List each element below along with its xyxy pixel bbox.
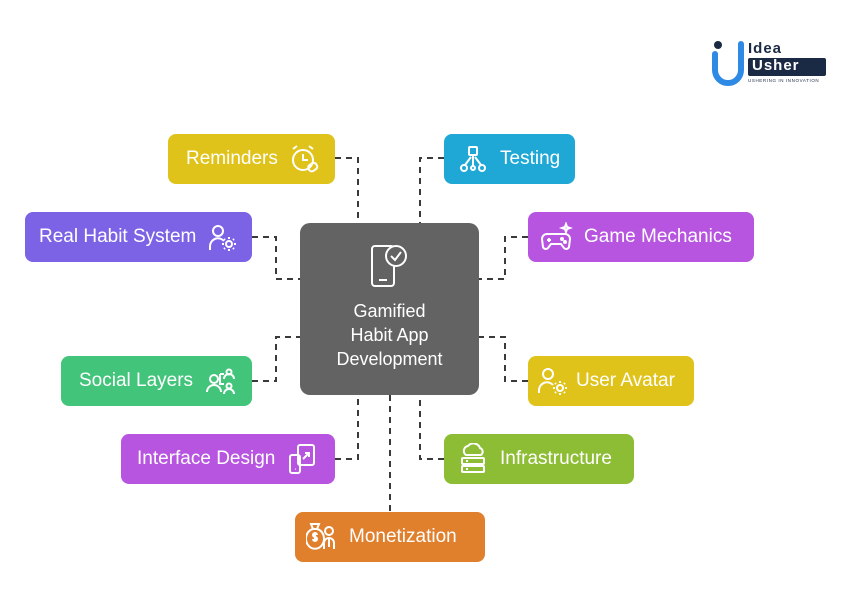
logo-word-idea: Idea <box>748 40 783 57</box>
center-title-line-1: Gamified <box>353 301 426 321</box>
money-bag-icon <box>305 520 339 554</box>
connector-interface-design <box>335 395 359 460</box>
node-label: Social Layers <box>79 370 194 391</box>
idea-usher-logo: Idea Usher USHERING IN INNOVATION <box>712 40 827 88</box>
connector-reminders <box>335 157 359 223</box>
node-label: User Avatar <box>576 370 675 391</box>
user-settings-icon <box>536 364 570 398</box>
node-label: Infrastructure <box>500 448 612 469</box>
node-label: Reminders <box>186 148 278 169</box>
node-label: Interface Design <box>137 448 276 469</box>
logo-u-mark-icon <box>712 41 744 86</box>
logo-usher-box <box>748 58 826 76</box>
node-interface-design: Interface Design <box>121 434 335 484</box>
gamepad-icon <box>540 220 574 254</box>
node-label: Monetization <box>349 526 457 547</box>
logo-tagline: USHERING IN INNOVATION <box>748 78 820 83</box>
node-testing: Testing <box>444 134 575 184</box>
node-reminders: Reminders <box>168 134 335 184</box>
node-game-mechanics: Game Mechanics <box>528 212 754 262</box>
node-label: Testing <box>500 148 561 169</box>
node-social-layers: Social Layers <box>61 356 252 406</box>
connector-infrastructure <box>419 395 444 460</box>
user-gear-icon <box>206 220 238 254</box>
center-node: Gamified Habit App Development <box>300 223 479 395</box>
connector-social-layers <box>252 336 300 382</box>
center-title-line-2: Habit App <box>350 325 429 345</box>
connector-real-habit-system <box>252 236 300 280</box>
connector-game-mechanics <box>479 236 528 280</box>
touch-screen-icon <box>285 442 319 476</box>
node-label: Real Habit System <box>39 226 197 247</box>
connector-testing <box>419 157 444 223</box>
node-label: Game Mechanics <box>584 226 732 247</box>
cloud-server-icon <box>456 442 490 476</box>
node-monetization: Monetization <box>295 512 485 562</box>
node-user-avatar: User Avatar <box>528 356 694 406</box>
node-infrastructure: Infrastructure <box>444 434 634 484</box>
network-icon <box>456 142 490 176</box>
phone-check-icon <box>370 245 407 287</box>
logo-word-usher: Usher <box>752 57 800 74</box>
users-icon <box>203 364 237 398</box>
alarm-clock-icon <box>288 142 321 176</box>
node-real-habit-system: Real Habit System <box>25 212 252 262</box>
center-title-line-3: Development <box>336 349 443 369</box>
connector-user-avatar <box>479 336 528 382</box>
